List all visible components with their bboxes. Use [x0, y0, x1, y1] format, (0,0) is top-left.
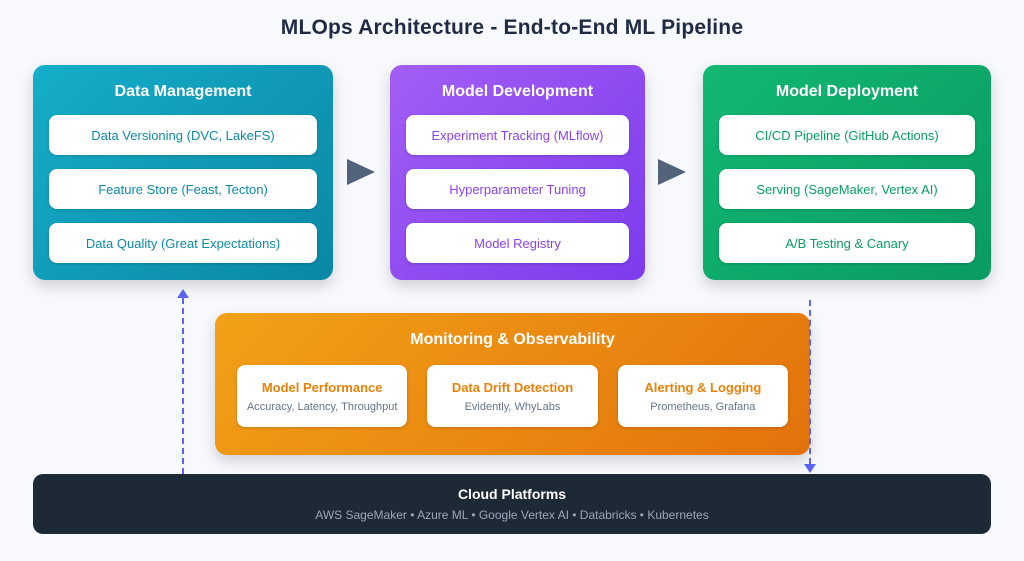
card-data-drift-detection-subtitle: Evidently, WhyLabs: [464, 400, 561, 413]
card-model-performance-title: Model Performance: [261, 379, 383, 395]
cloud-platforms-title: Cloud Platforms: [457, 486, 567, 502]
dashed-feedback-line-right: [809, 300, 811, 464]
dashed-feedback-line-left: [182, 298, 184, 474]
stage-model-deployment: Model Deployment CI/CD Pipeline (GitHub …: [703, 65, 991, 280]
card-data-drift-detection-title: Data Drift Detection: [451, 379, 574, 395]
card-ab-testing: A/B Testing & Canary: [719, 223, 975, 263]
stage-data-management: Data Management Data Versioning (DVC, La…: [33, 65, 333, 280]
card-hyperparameter-tuning: Hyperparameter Tuning: [406, 169, 629, 209]
monitoring-cards: Model Performance Accuracy, Latency, Thr…: [237, 365, 788, 427]
card-alerting-logging: Alerting & Logging Prometheus, Grafana: [617, 365, 788, 427]
dashed-line-down-arrow-icon: [804, 464, 816, 473]
card-alerting-logging-subtitle: Prometheus, Grafana: [650, 400, 756, 413]
arrow-data-to-development-icon: [347, 159, 375, 185]
cloud-platforms-list: AWS SageMaker • Azure ML • Google Vertex…: [315, 508, 709, 522]
stage-data-management-title: Data Management: [114, 83, 252, 100]
card-cicd-pipeline: CI/CD Pipeline (GitHub Actions): [719, 115, 975, 155]
card-model-performance: Model Performance Accuracy, Latency, Thr…: [237, 365, 408, 427]
card-experiment-tracking: Experiment Tracking (MLflow): [406, 115, 629, 155]
card-data-drift-detection: Data Drift Detection Evidently, WhyLabs: [427, 365, 598, 427]
stage-model-development-title: Model Development: [441, 83, 594, 100]
card-data-quality: Data Quality (Great Expectations): [49, 223, 317, 263]
cloud-platforms-bar: Cloud Platforms AWS SageMaker • Azure ML…: [33, 474, 991, 534]
card-model-registry: Model Registry: [406, 223, 629, 263]
monitoring-title: Monitoring & Observability: [410, 331, 615, 348]
card-feature-store: Feature Store (Feast, Tecton): [49, 169, 317, 209]
stage-model-deployment-title: Model Deployment: [775, 83, 919, 100]
card-data-versioning: Data Versioning (DVC, LakeFS): [49, 115, 317, 155]
card-model-performance-subtitle: Accuracy, Latency, Throughput: [246, 400, 398, 413]
dashed-line-up-arrow-icon: [177, 289, 189, 298]
card-alerting-logging-title: Alerting & Logging: [644, 379, 762, 395]
monitoring-observability-panel: Monitoring & Observability Model Perform…: [215, 313, 810, 455]
arrow-development-to-deployment-icon: [658, 159, 686, 185]
stage-model-development: Model Development Experiment Tracking (M…: [390, 65, 645, 280]
diagram-title: MLOps Architecture - End-to-End ML Pipel…: [280, 16, 744, 39]
card-serving: Serving (SageMaker, Vertex AI): [719, 169, 975, 209]
